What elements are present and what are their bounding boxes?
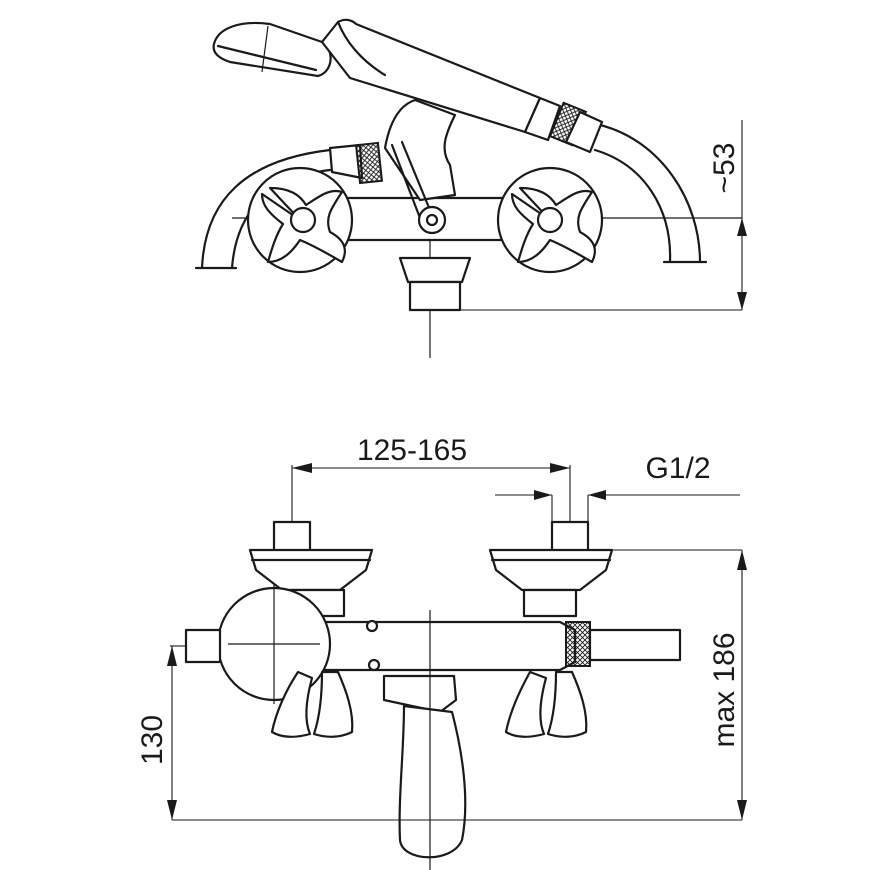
right-handle-a (504, 670, 548, 738)
spout-head (382, 674, 458, 714)
spout-collar (398, 256, 472, 284)
right-handwheel-top (496, 166, 604, 274)
hose-knurl-left (354, 141, 384, 185)
dimension-label-max-height: max 186 (708, 632, 741, 747)
left-handle-a (270, 670, 314, 738)
dimension-label-outlet-height: 130 (136, 715, 169, 765)
top-view: ~53 (194, 18, 747, 358)
dimension-label-height-top: ~53 (708, 143, 741, 194)
holder-arm (383, 98, 457, 202)
hand-shower (212, 18, 604, 154)
left-pipe (184, 628, 222, 664)
right-eccentric (488, 520, 614, 618)
left-eccentric (248, 520, 374, 618)
diverter-line (390, 143, 422, 220)
right-handle-b (546, 670, 588, 738)
right-hose-curve (593, 123, 708, 264)
right-pipe (588, 628, 682, 662)
front-hose-knurl (565, 621, 591, 667)
left-handle-b (312, 670, 354, 738)
front-view: 125-165 G1/2 (136, 434, 747, 870)
dimension-label-thread: G1/2 (645, 452, 710, 485)
mixer-body-front (308, 620, 577, 672)
dimension-label-inlet-spacing: 125-165 (357, 434, 467, 467)
left-handwheel-top (246, 166, 354, 274)
spout-body (398, 704, 467, 859)
spout-outlet (408, 280, 462, 312)
